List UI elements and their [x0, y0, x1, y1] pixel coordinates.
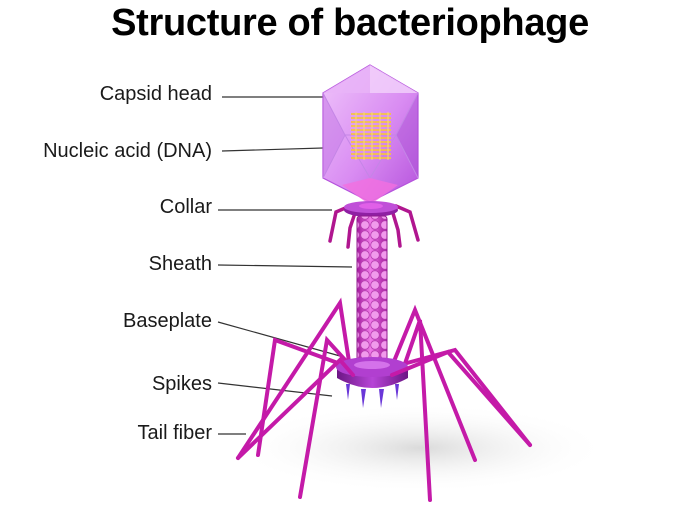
- tail-fiber-3: [388, 304, 477, 462]
- leader-spikes: [217, 382, 333, 397]
- leader-sheath: [217, 264, 353, 268]
- tail-fiber-5: [256, 337, 348, 457]
- label-spikes: Spikes: [151, 373, 212, 395]
- label-nucleic-acid: Nucleic acid (DNA): [43, 140, 212, 162]
- label-baseplate: Baseplate: [123, 310, 212, 332]
- collar: [344, 201, 398, 217]
- baseplate: [336, 357, 408, 388]
- leader-baseplate: [217, 321, 341, 357]
- collar-whiskers: [328, 204, 420, 249]
- ground-shadow: [230, 403, 610, 493]
- tail-fiber-1: [236, 297, 352, 460]
- diagram-title: Structure of bacteriophage: [111, 2, 589, 44]
- tail-fiber-6: [398, 319, 432, 502]
- tail-fibers-front: [236, 349, 532, 460]
- sheath: [356, 215, 388, 365]
- label-capsid-head: Capsid head: [99, 83, 212, 105]
- tail-fiber-4: [394, 347, 532, 447]
- label-collar: Collar: [159, 196, 212, 218]
- spikes: [346, 384, 399, 408]
- capsid-head: [322, 64, 419, 205]
- label-sheath: Sheath: [148, 253, 212, 275]
- label-tail-fiber: Tail fiber: [137, 422, 212, 444]
- nucleic-acid-dna: [351, 112, 391, 160]
